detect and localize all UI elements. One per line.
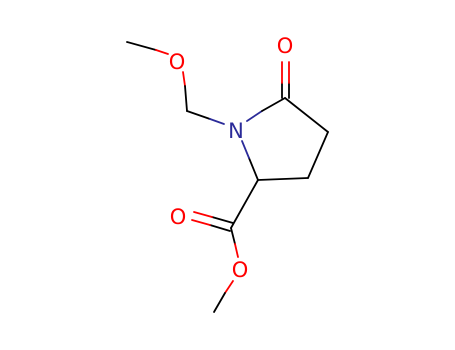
bond-ester-carbon-oxygen — [230, 227, 236, 245]
bond-ester-carbon-oxygen-hetero — [234, 243, 239, 258]
bond-ester-carbonyl-a — [211, 216, 234, 224]
bond-c2-ester-carbon — [230, 179, 259, 229]
ester-carbonyl-oxygen-label: O — [170, 205, 187, 229]
atom-labels: O N O O O — [169, 34, 294, 282]
bond-nitrogen-c5 — [261, 97, 286, 112]
bond-ether-oxygen-ch2 — [184, 85, 188, 112]
bond-nitrogen-c5-hetero — [246, 110, 263, 122]
lactam-oxygen-label: O — [277, 34, 294, 58]
bond-c5-c4 — [284, 97, 329, 133]
bond-ester-oxygen-methyl-hetero — [224, 280, 234, 294]
bond-ch2-nitrogen-hetero — [209, 118, 225, 125]
bond-c2-nitrogen — [248, 157, 259, 181]
bond-ester-oxygen-methyl — [213, 292, 226, 313]
bond-ether-oxygen-ch2-hetero — [182, 71, 186, 87]
bond-methyl-ether-oxygen-hetero — [155, 49, 169, 55]
ester-oxygen-label: O — [232, 258, 249, 282]
bonds — [126, 41, 329, 313]
ether-oxygen-label: O — [169, 50, 186, 74]
bond-c4-c3 — [307, 131, 329, 179]
bond-c3-c2 — [257, 177, 309, 181]
bond-ester-carbonyl-b — [209, 224, 231, 232]
bond-ester-carbonyl-a-hetero — [193, 211, 213, 218]
bond-ch2-nitrogen — [186, 110, 211, 120]
ring-nitrogen-label: N — [228, 119, 244, 143]
bond-methyl-ether-oxygen — [126, 41, 157, 51]
bond-c2-nitrogen-hetero — [241, 140, 250, 159]
bond-ester-carbonyl-b-hetero — [191, 219, 211, 226]
